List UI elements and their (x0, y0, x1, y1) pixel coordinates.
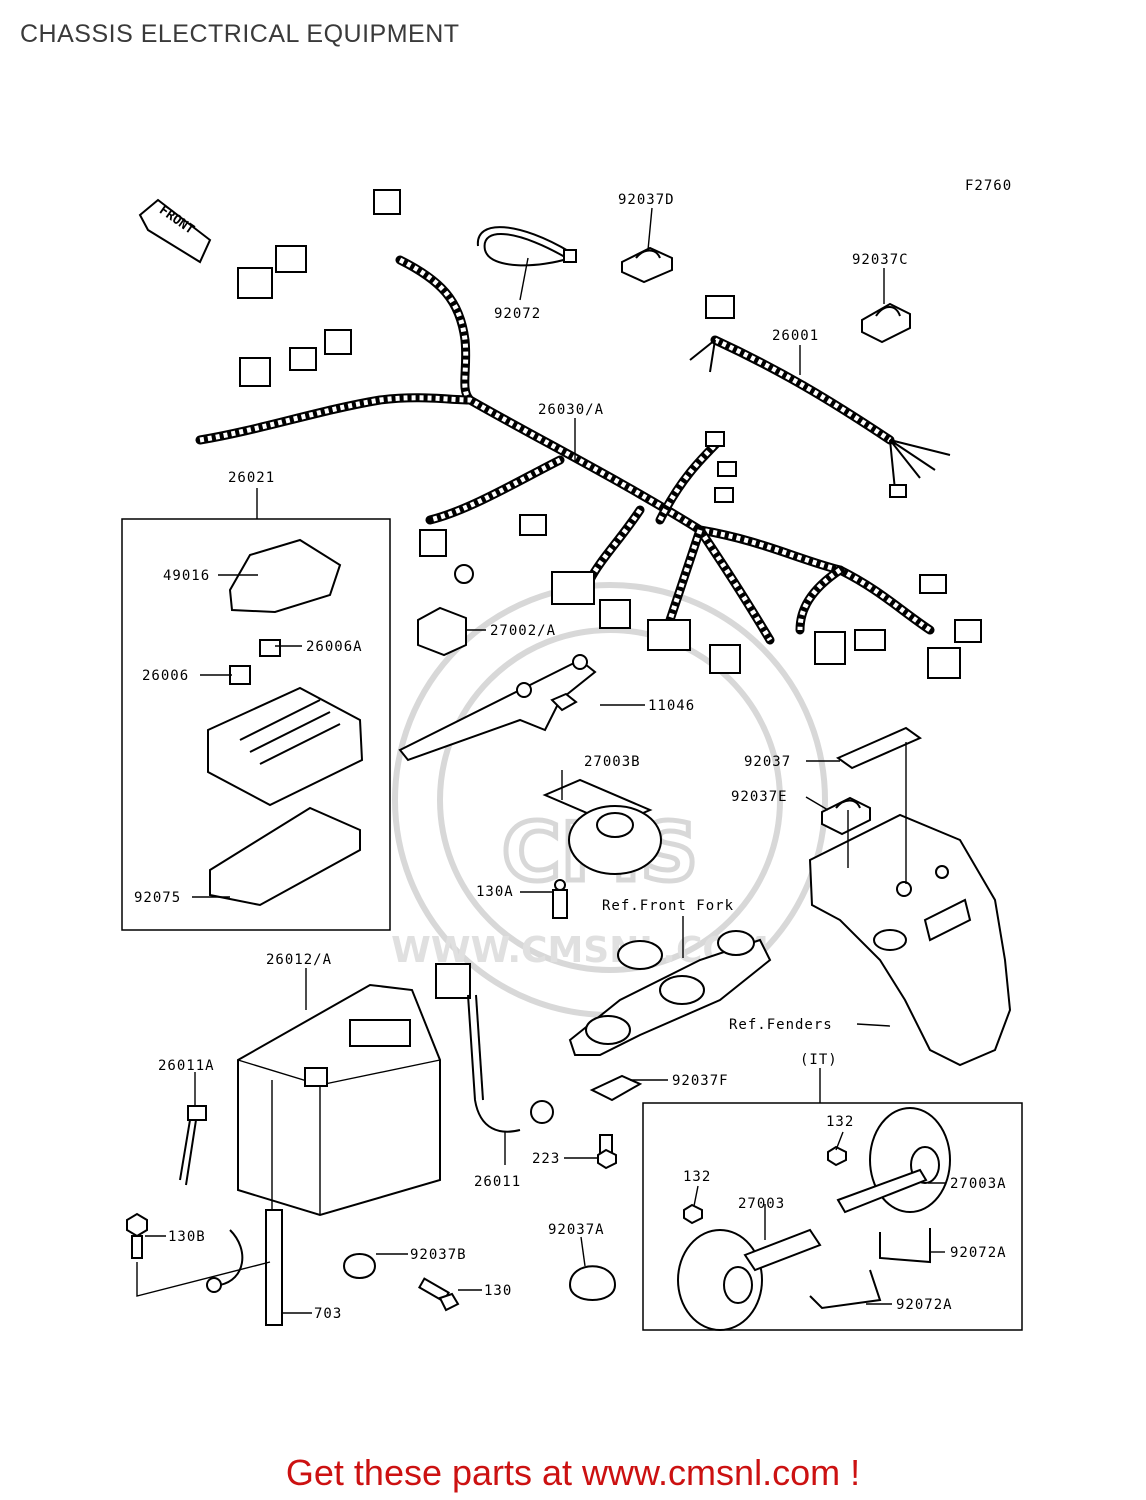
clamp-92037F (589, 1074, 643, 1102)
clamp-92037A (568, 1265, 617, 1301)
bolt-130B (126, 1212, 148, 1259)
fuse-26006A (259, 639, 281, 657)
sub-wiring-harness (689, 295, 951, 498)
leader-lines (136, 207, 945, 1314)
label-26021: 26021 (228, 470, 275, 486)
battery-26012A (237, 983, 441, 1217)
label-92075: 92075 (134, 890, 181, 906)
label-26011A: 26011A (158, 1058, 215, 1074)
label-92072A-upper: 92072A (950, 1245, 1007, 1261)
label-26006: 26006 (142, 668, 189, 684)
label-92037B: 92037B (410, 1247, 467, 1263)
front-arrow-icon: FRONT (138, 198, 212, 264)
watermark-logo: CMS WWW.CMSNL.COM (391, 582, 828, 1018)
bracket-92072A-lower (809, 1269, 882, 1310)
relay-27002A (417, 606, 467, 657)
label-92072: 92072 (494, 306, 541, 322)
bracket-92072A-upper (879, 1228, 931, 1264)
screw-132-upper (827, 1145, 847, 1167)
rear-fender (808, 813, 1012, 1067)
label-130: 130 (484, 1283, 512, 1299)
label-223: 223 (532, 1151, 560, 1167)
screw-132-lower (683, 1203, 703, 1225)
front-fork-bracket (568, 930, 772, 1056)
label-26011: 26011 (474, 1174, 521, 1190)
label-27003: 27003 (738, 1196, 785, 1212)
fuse-26006 (229, 665, 251, 685)
italy-horn-frame (642, 1102, 1023, 1331)
horn-27003A (836, 1107, 951, 1214)
label-26006A: 26006A (306, 639, 363, 655)
horn-27003 (677, 1228, 822, 1331)
fuse-box-cover-49016 (228, 538, 342, 614)
bolt-130 (418, 1277, 460, 1312)
horn-27003B (542, 778, 662, 919)
label-92037: 92037 (744, 754, 791, 770)
battery-cable-26011 (435, 963, 554, 1133)
label-ref-fenders: Ref.Fenders (729, 1017, 833, 1033)
bolt-223 (597, 1134, 617, 1170)
label-132-lower: 132 (683, 1169, 711, 1185)
label-IT: (IT) (800, 1052, 838, 1068)
label-27003A: 27003A (950, 1176, 1007, 1192)
label-92037A: 92037A (548, 1222, 605, 1238)
clamp-92037D (621, 246, 673, 284)
label-49016: 49016 (163, 568, 210, 584)
label-27002A: 27002/A (490, 623, 556, 639)
cable-tie-92072 (476, 226, 577, 267)
label-92037F: 92037F (672, 1073, 729, 1089)
label-130B: 130B (168, 1229, 206, 1245)
label-92037C: 92037C (852, 252, 909, 268)
part-labels: 92037D 92037C 92072 26001 26030/A 26021 … (134, 192, 1007, 1322)
label-132-upper: 132 (826, 1114, 854, 1130)
label-92037E: 92037E (731, 789, 788, 805)
bracket-11046 (398, 654, 597, 762)
clamp-92037C (861, 302, 911, 344)
label-26001: 26001 (772, 328, 819, 344)
figure-code: F2760 (965, 178, 1012, 194)
label-26012A: 26012/A (266, 952, 332, 968)
footer-promo-link[interactable]: Get these parts at www.cmsnl.com ! (285, 1452, 861, 1493)
label-92037D: 92037D (618, 192, 675, 208)
label-27003B: 27003B (584, 754, 641, 770)
clamp-92037B (342, 1253, 377, 1279)
label-11046: 11046 (648, 698, 695, 714)
label-26030A: 26030/A (538, 402, 604, 418)
main-wiring-harness (195, 189, 982, 679)
strap-92037 (835, 726, 923, 770)
fuse-box-body (207, 686, 364, 807)
label-ref-front-fork: Ref.Front Fork (602, 898, 734, 914)
fuse-box-frame (121, 518, 391, 931)
page-title: CHASSIS ELECTRICAL EQUIPMENT (20, 20, 460, 48)
label-703: 703 (314, 1306, 342, 1322)
battery-cable-26011A (179, 1105, 244, 1293)
fuse-box-tray-92075 (209, 806, 361, 907)
vent-tube-703 (265, 1209, 283, 1326)
label-92072A-lower: 92072A (896, 1297, 953, 1313)
clamp-92037E (821, 796, 871, 836)
label-130A: 130A (476, 884, 514, 900)
